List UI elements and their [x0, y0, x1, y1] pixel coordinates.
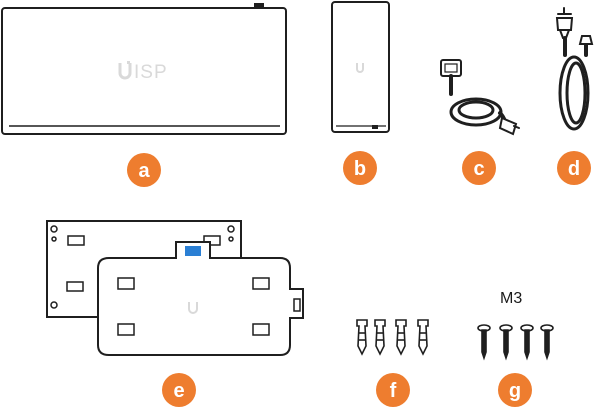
- badge-c: c: [462, 151, 496, 185]
- svg-text:g: g: [509, 380, 521, 402]
- badge-circle: [498, 373, 532, 407]
- badge-circle: [343, 151, 377, 185]
- front-bracket: [97, 241, 304, 356]
- badge-circle: [162, 373, 196, 407]
- device-illustration: ISP: [1, 3, 287, 135]
- screw: [499, 324, 513, 361]
- badge-circle: [127, 153, 161, 187]
- badge-circle: [462, 151, 496, 185]
- badge-f: f: [376, 373, 410, 407]
- screw: [520, 324, 534, 361]
- badge-circle: [557, 151, 591, 185]
- svg-text:b: b: [354, 158, 366, 180]
- wall-anchor: [356, 319, 368, 356]
- svg-text:e: e: [173, 380, 184, 402]
- svg-text:d: d: [568, 158, 580, 180]
- ubiquiti-logo-icon: [188, 302, 198, 314]
- badge-a: a: [127, 153, 161, 187]
- wall-anchor: [395, 319, 407, 356]
- svg-text:f: f: [390, 380, 397, 402]
- screw-size-label: M3: [500, 290, 522, 307]
- badge-circle: [376, 373, 410, 407]
- screw: [540, 324, 554, 361]
- wall-anchor: [417, 319, 429, 356]
- badge-d: d: [557, 151, 591, 185]
- screw: [477, 324, 491, 361]
- badge-g: g: [498, 373, 532, 407]
- svg-text:c: c: [473, 158, 484, 180]
- dc-cable-illustration: [440, 59, 520, 136]
- wall-anchor: [374, 319, 386, 356]
- svg-text:a: a: [138, 160, 150, 182]
- power-cord-illustration: [555, 7, 594, 131]
- screws-illustration: [477, 324, 554, 361]
- wall-anchors-illustration: [356, 319, 429, 356]
- ubiquiti-logo-icon: [118, 61, 132, 80]
- badge-b: b: [343, 151, 377, 185]
- mounting-brackets-illustration: [46, 220, 304, 356]
- power-adapter-illustration: [331, 1, 390, 133]
- device-brand-text: ISP: [134, 62, 168, 83]
- ubiquiti-logo-icon: [356, 63, 364, 73]
- badge-e: e: [162, 373, 196, 407]
